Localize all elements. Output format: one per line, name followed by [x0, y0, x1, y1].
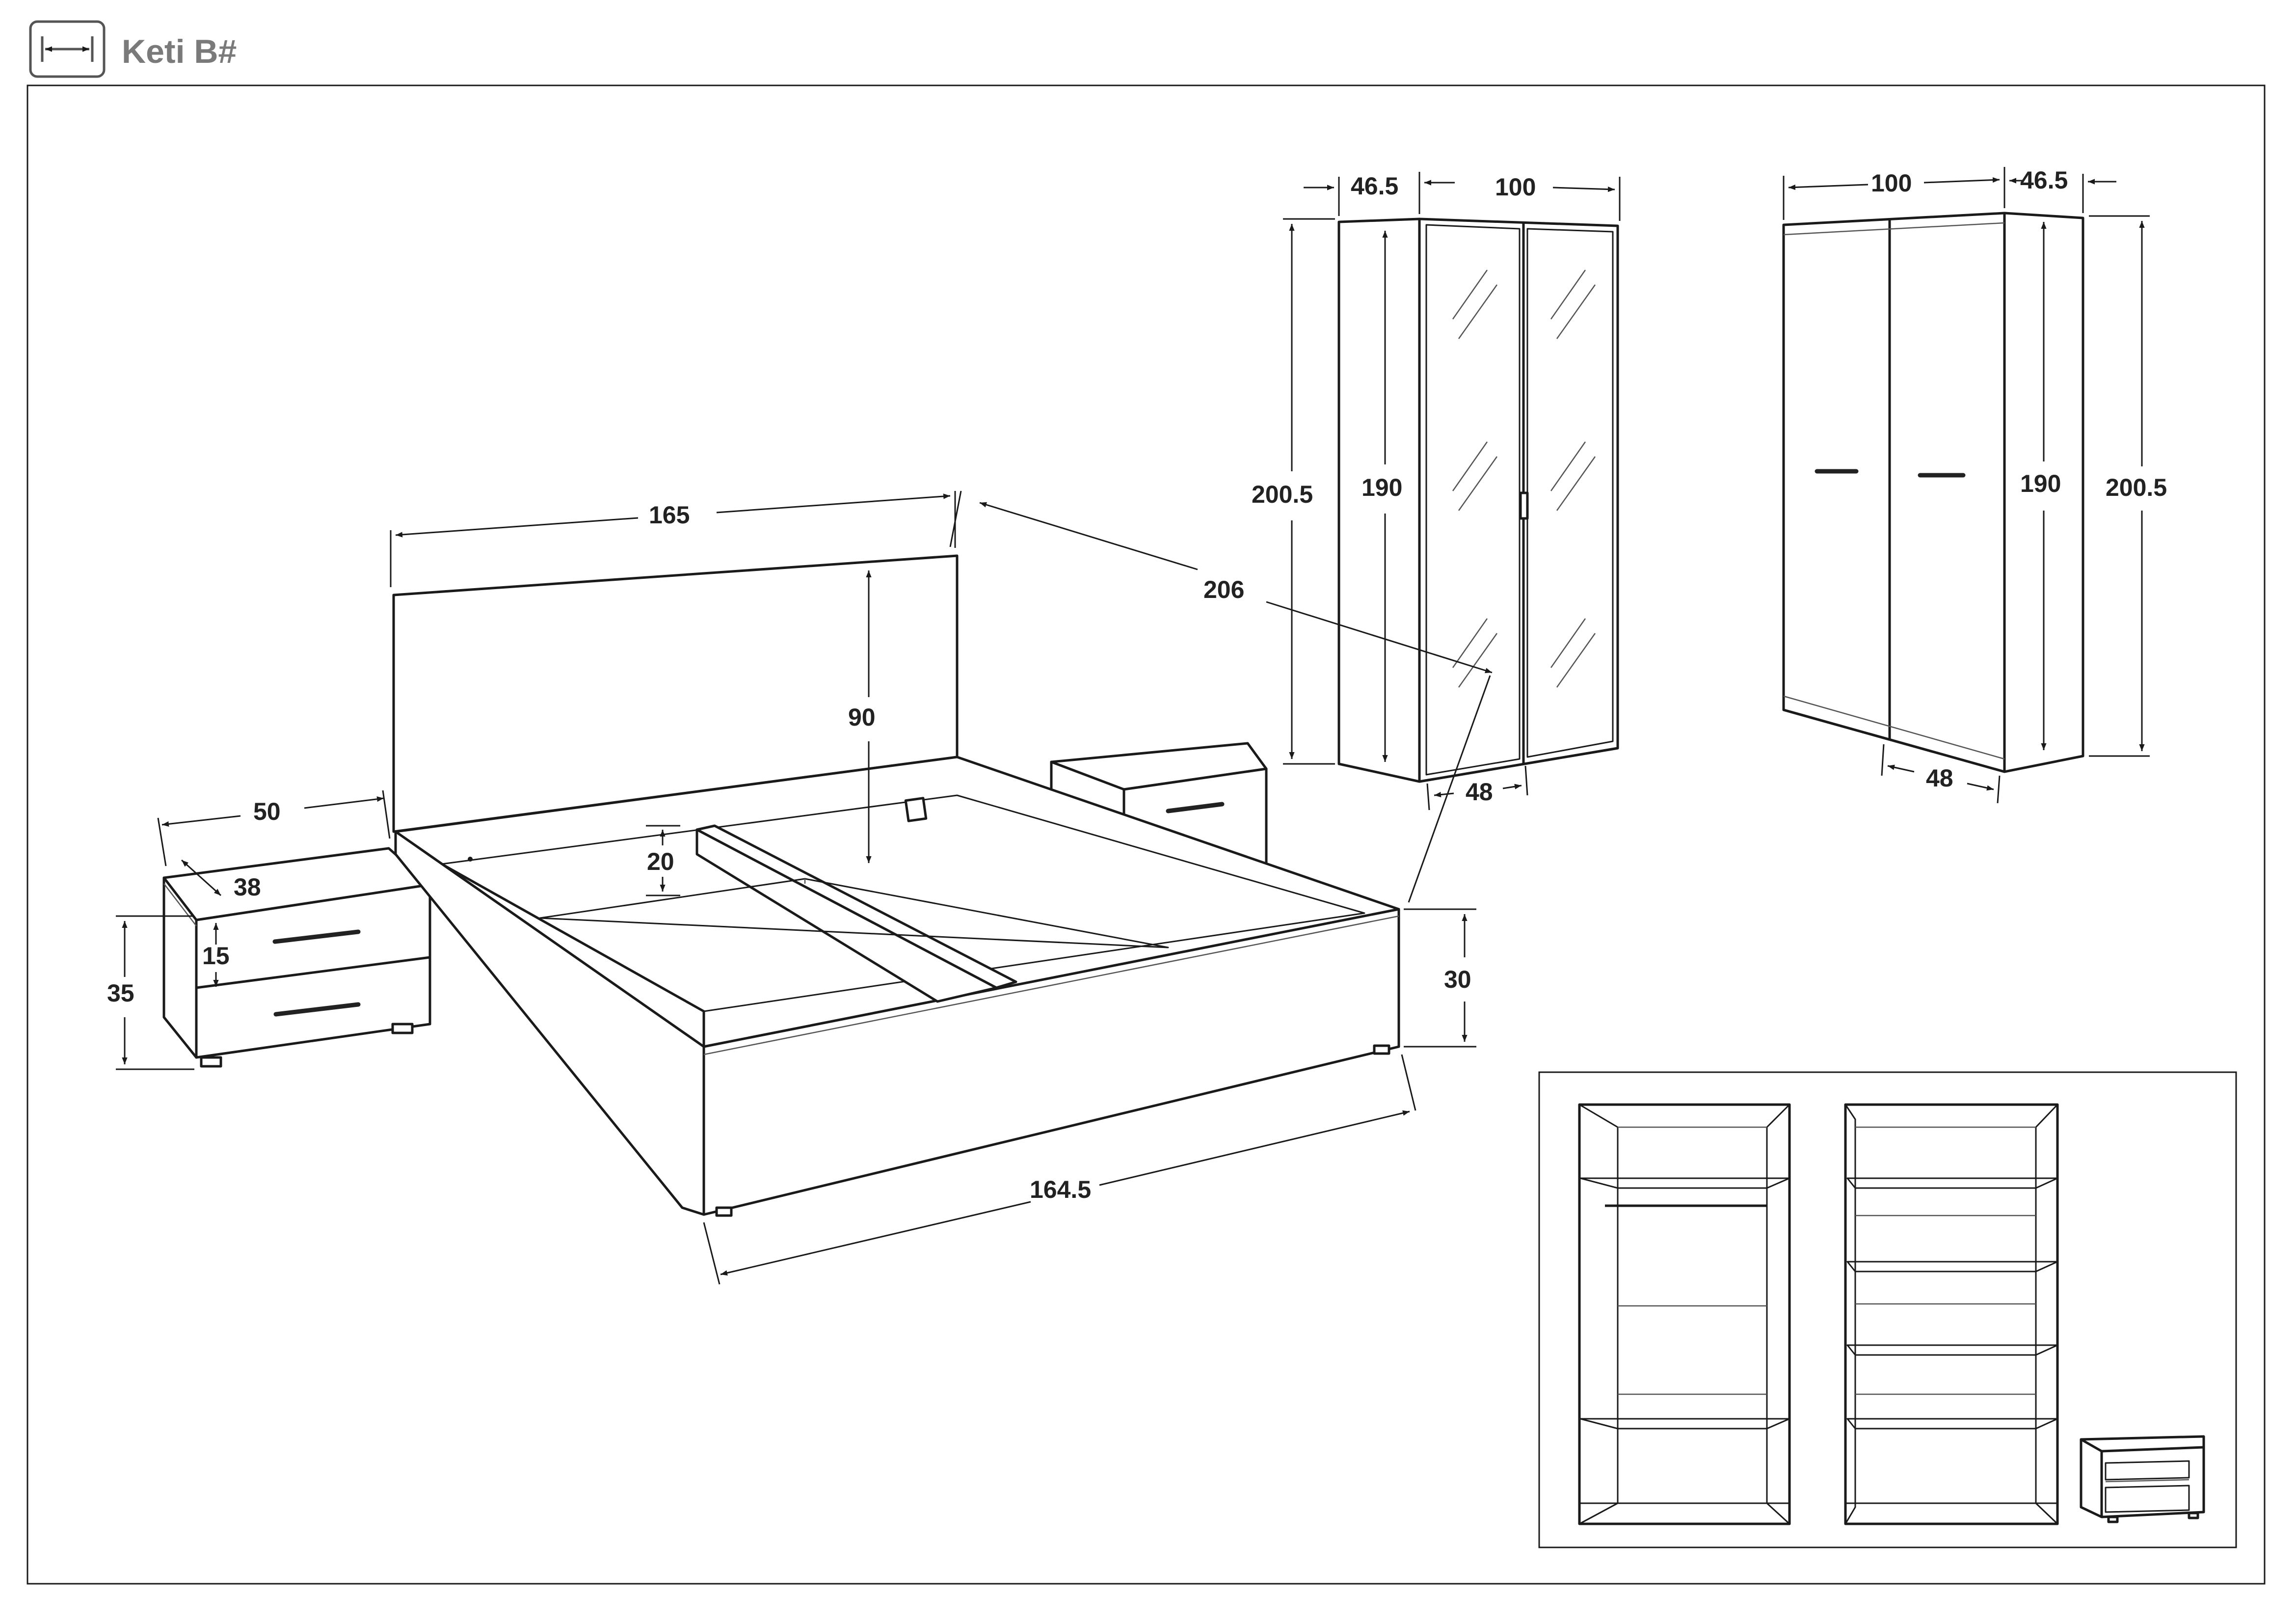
dimension-lines — [116, 167, 2150, 1285]
drawing-frame — [27, 84, 2266, 1585]
dim-wardrobe-right-depth: 46.5 — [2020, 166, 2068, 194]
dim-bed-front-width: 164.5 — [1030, 1176, 1091, 1203]
dim-nightstand-height: 35 — [107, 979, 134, 1007]
dim-bed-length: 206 — [1203, 576, 1244, 603]
interior-inset — [1538, 1071, 2237, 1548]
dimension-labels: 165 206 90 20 30 164.5 50 38 35 15 46.5 … — [107, 166, 2167, 1203]
dim-wardrobe-left-door-width: 48 — [1466, 778, 1493, 806]
dim-wardrobe-right-total-height: 200.5 — [2106, 474, 2167, 501]
dim-wardrobe-right-width: 100 — [1871, 169, 1912, 197]
dim-bed-width: 165 — [649, 501, 690, 529]
dim-wardrobe-right-door-height: 190 — [2020, 470, 2061, 497]
dim-wardrobe-left-depth: 46.5 — [1351, 172, 1398, 200]
nightstand-left — [162, 847, 431, 1068]
wardrobe-mirror — [1337, 217, 1619, 783]
page-title: Keti B# — [122, 33, 237, 70]
drawer-handle-icon — [273, 1002, 361, 1017]
header: Keti B# — [29, 20, 237, 78]
dim-wardrobe-left-width: 100 — [1495, 173, 1536, 201]
dim-nightstand-width: 50 — [253, 798, 281, 825]
dimensions-icon — [29, 20, 106, 78]
dim-slat-depth: 20 — [647, 848, 674, 875]
dim-frame-height: 30 — [1444, 966, 1471, 993]
wardrobe-doors — [1782, 212, 2084, 773]
dim-drawer-height: 15 — [202, 942, 230, 970]
dim-headboard-height: 90 — [848, 704, 876, 731]
dim-nightstand-depth: 38 — [234, 873, 261, 901]
bed — [392, 554, 1400, 1217]
dim-wardrobe-left-total-height: 200.5 — [1252, 481, 1313, 508]
drawer-handle-icon — [272, 929, 361, 944]
drawer-handle-icon — [1166, 802, 1225, 813]
dim-wardrobe-right-door-width: 48 — [1926, 764, 1953, 792]
dim-wardrobe-left-door-height: 190 — [1362, 474, 1402, 501]
